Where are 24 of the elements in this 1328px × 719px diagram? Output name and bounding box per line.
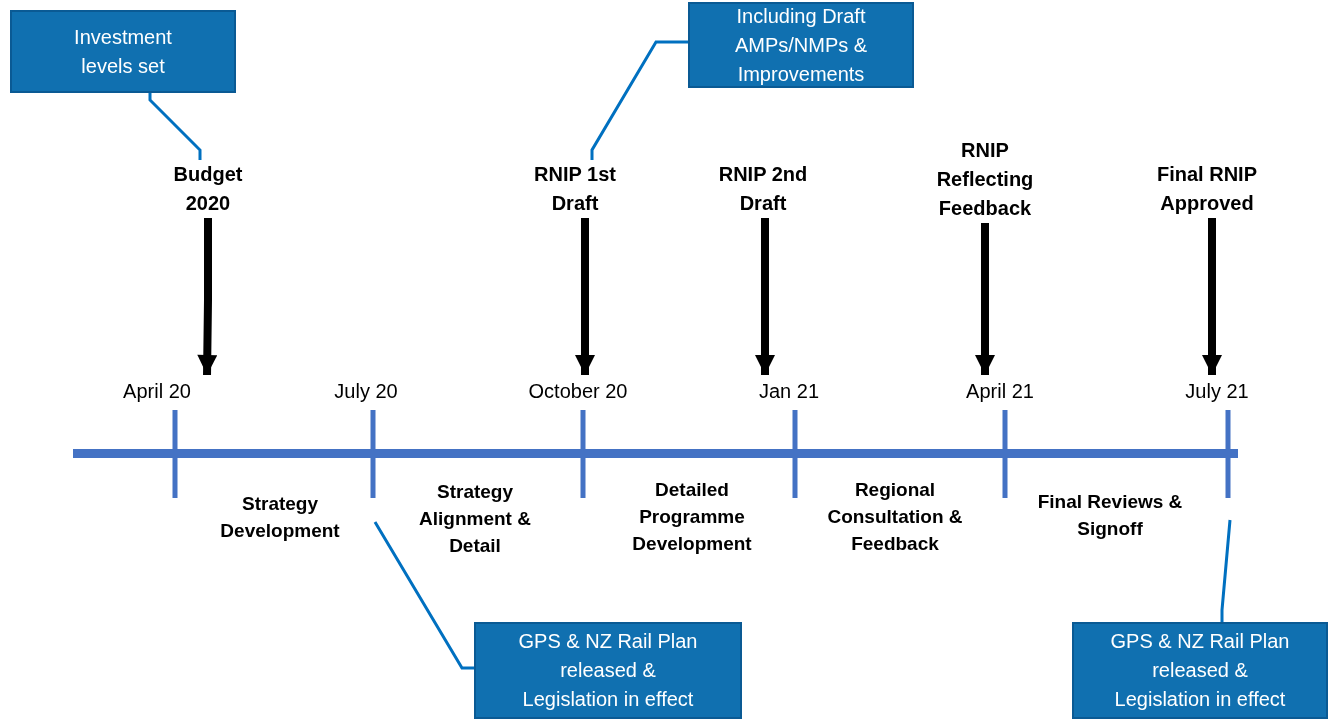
date-label: April 20: [107, 377, 207, 405]
milestone-label: Final RNIP Approved: [1142, 160, 1272, 218]
milestone-label: RNIP 1st Draft: [520, 160, 630, 218]
date-label: October 20: [513, 377, 643, 405]
phase-label: Strategy Development: [219, 492, 341, 543]
callout-box: GPS & NZ Rail Plan released & Legislation in effect: [1072, 622, 1328, 719]
callout-box: Including Draft AMPs/NMPs & Improvements: [688, 2, 914, 88]
leader-line: [590, 40, 688, 160]
milestone-label: RNIP Reflecting Feedback: [920, 135, 1050, 223]
phase-label: Detailed Programme Development: [631, 478, 753, 556]
leader-line: [148, 93, 202, 160]
phase-label: Regional Consultation & Feedback: [826, 478, 964, 556]
date-label: Jan 21: [739, 377, 839, 405]
date-label: April 21: [950, 377, 1050, 405]
leader-line: [373, 521, 474, 670]
callout-box: GPS & NZ Rail Plan released & Legislation in effect: [474, 622, 742, 719]
callout-box: Investment levels set: [10, 10, 236, 93]
phase-label: Strategy Alignment & Detail: [418, 480, 532, 558]
date-label: July 20: [316, 377, 416, 405]
leader-line: [1220, 519, 1232, 622]
milestone-label: RNIP 2nd Draft: [708, 160, 818, 218]
milestone-label: Budget 2020: [160, 160, 256, 218]
phase-label: Final Reviews & Signoff: [1036, 490, 1184, 541]
date-label: July 21: [1167, 377, 1267, 405]
